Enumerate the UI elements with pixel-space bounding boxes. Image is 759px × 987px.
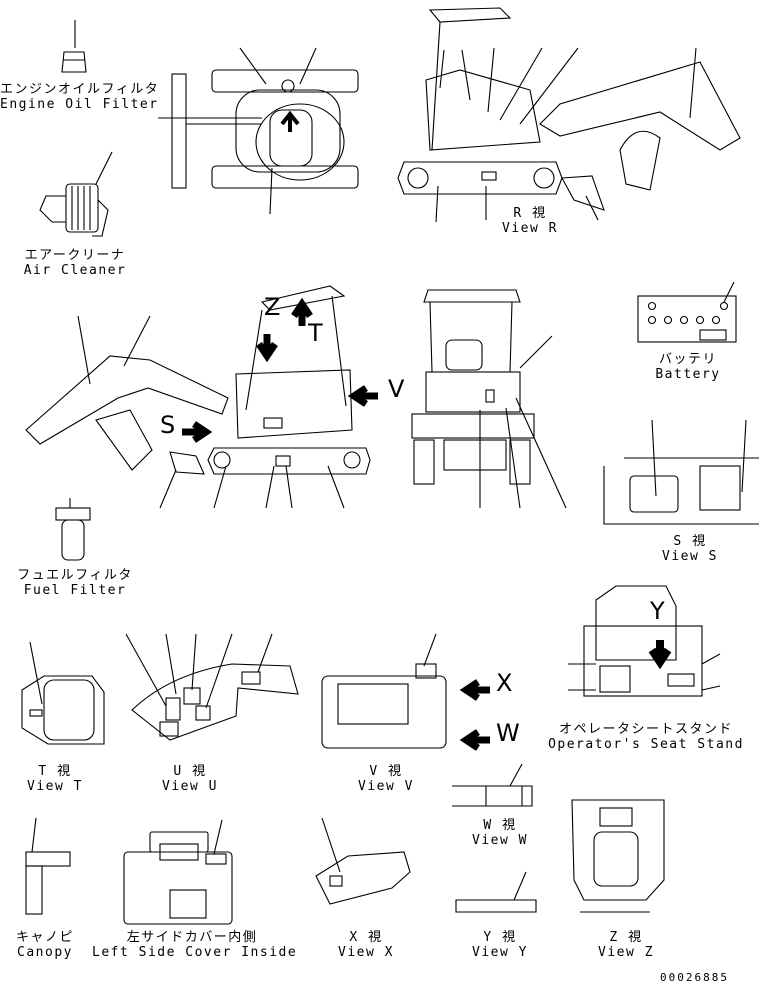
- air-cleaner-icon: [39, 151, 113, 237]
- marker-x: X: [496, 669, 513, 697]
- marker-w: W: [496, 719, 520, 747]
- front-view-excavator: [411, 289, 567, 509]
- main-side-view-excavator: [25, 285, 378, 509]
- view-z-drawing: [571, 799, 665, 913]
- view-x-drawing: [315, 817, 411, 905]
- marker-s: S: [160, 411, 176, 439]
- view-w-drawing: [452, 763, 533, 807]
- operator-seat-stand-drawing: [568, 585, 721, 697]
- view-t-drawing: [21, 641, 105, 745]
- fuel-filter-icon: [55, 498, 91, 561]
- canopy-drawing: [25, 817, 71, 915]
- top-view-excavator: [158, 47, 359, 215]
- view-v-drawing: [321, 633, 490, 751]
- part-number: 00026885: [660, 971, 729, 984]
- marker-v: V: [388, 375, 405, 403]
- marker-y: Y: [650, 597, 665, 625]
- engine-oil-filter-icon: [61, 20, 87, 73]
- marker-t: T: [308, 319, 323, 347]
- battery-icon: [637, 281, 737, 343]
- view-s-drawing: [603, 419, 759, 525]
- left-side-cover-drawing: [123, 819, 233, 925]
- view-u-drawing: [125, 633, 299, 741]
- marker-z: Z: [264, 293, 281, 321]
- view-r-excavator: [397, 7, 741, 223]
- view-y-drawing: [455, 871, 537, 913]
